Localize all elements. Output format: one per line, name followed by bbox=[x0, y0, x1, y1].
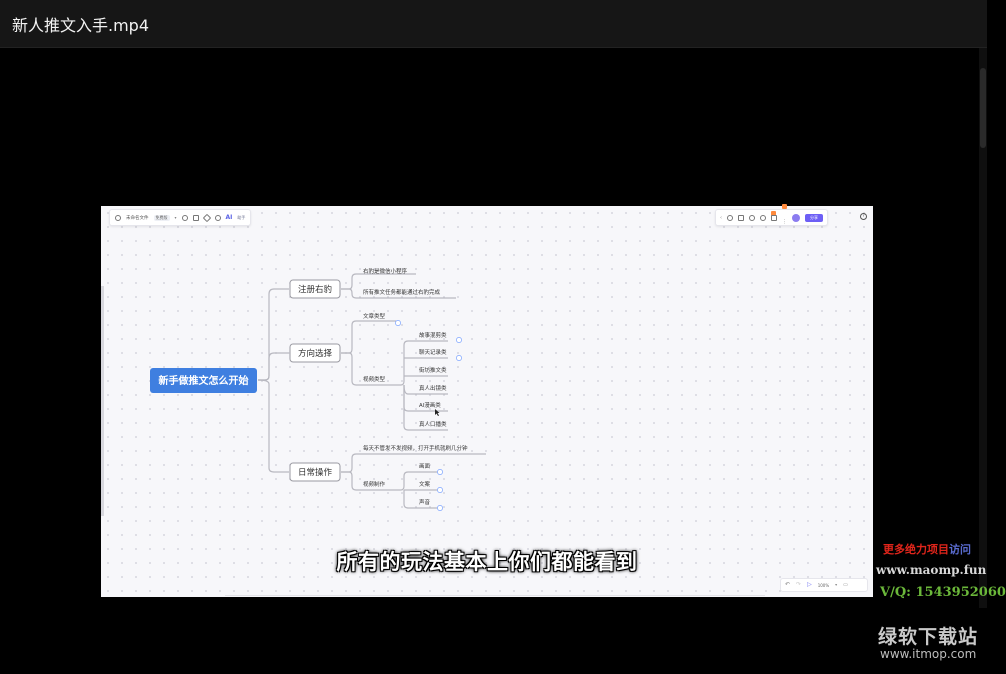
leaf-label: 文案 bbox=[419, 480, 431, 488]
help-icon[interactable]: ? bbox=[860, 213, 867, 220]
zoom-level[interactable]: 100% bbox=[817, 582, 830, 588]
template-icon[interactable] bbox=[771, 214, 777, 221]
mindmap-connectors bbox=[257, 273, 486, 509]
layers-icon[interactable] bbox=[738, 214, 744, 221]
canvas-left-edge bbox=[101, 286, 104, 516]
watermark-site-name: 绿软下载站 bbox=[878, 626, 979, 648]
cloud-icon[interactable] bbox=[115, 214, 121, 221]
watermark-promo: 更多绝力项目访问 bbox=[883, 541, 971, 557]
comment-icon[interactable] bbox=[760, 214, 766, 221]
leaf-label: 故事混剪类 bbox=[419, 331, 447, 339]
chevron-down-icon[interactable]: ▾ bbox=[174, 214, 177, 220]
video-file-title: 新人推文入手.mp4 bbox=[12, 16, 150, 35]
doc-name[interactable]: 未命名文件 bbox=[126, 215, 149, 221]
doc-toolbar: 未命名文件 免费版 ▾ AI 助手 bbox=[109, 209, 252, 226]
player-title-bar: 新人推文入手.mp4 bbox=[0, 0, 987, 48]
video-subtitle: 所有的玩法基本上你们都能看到 bbox=[336, 550, 638, 574]
canvas-grid bbox=[101, 206, 873, 597]
chevron-down-icon[interactable]: ▾ bbox=[835, 582, 838, 587]
leaf-label: 所有推文任务都能通过右豹完成 bbox=[363, 288, 441, 296]
branch-label: 方向选择 bbox=[298, 348, 333, 358]
avatar[interactable] bbox=[792, 213, 800, 222]
leaf-label: 真人口播类 bbox=[419, 420, 447, 428]
plugins-item[interactable]: ⋮ bbox=[782, 204, 787, 227]
plan-tag[interactable]: 免费版 bbox=[153, 214, 170, 221]
fit-screen-icon[interactable]: ▭ bbox=[843, 582, 848, 588]
leaf-label: 右豹是微信小程序 bbox=[363, 267, 408, 275]
search-icon[interactable] bbox=[214, 214, 221, 221]
leaf-label: AI漫画类 bbox=[419, 401, 441, 409]
root-node-label: 新手做推文怎么开始 bbox=[159, 374, 249, 387]
leaf-label: 画面 bbox=[419, 463, 431, 470]
video-frame[interactable]: 未命名文件 免费版 ▾ AI 助手 ‹ ⋮ 分享 ? bbox=[101, 204, 873, 597]
more-icon[interactable]: ⋮ bbox=[782, 219, 787, 225]
collab-toolbar: ‹ ⋮ 分享 bbox=[715, 204, 828, 227]
chevron-left-icon[interactable]: ‹ bbox=[720, 214, 722, 221]
mind-map: 新手做推文怎么开始 注册右豹 方向选择 日常操作 右豹是微信小程序 所有推文任务… bbox=[150, 267, 486, 511]
leaf-label: 真人出镜类 bbox=[419, 384, 447, 392]
cursor-mode-icon[interactable]: ▷ bbox=[807, 581, 812, 588]
leaf-label: 聊天记录类 bbox=[419, 348, 447, 356]
watermark-url: www.maomp.fun bbox=[876, 563, 987, 577]
leaf-label: 每天不管发不发视频，打开手机就刷几分钟 bbox=[363, 444, 468, 452]
branch-node-daily bbox=[289, 462, 341, 482]
expand-markers bbox=[395, 320, 462, 511]
watermark-contact: V/Q: 1543952060 bbox=[880, 585, 1006, 600]
leaf-label: 视频制作 bbox=[363, 480, 386, 488]
ai-button[interactable]: AI bbox=[225, 214, 233, 221]
scrollbar-thumb[interactable] bbox=[980, 68, 986, 148]
download-icon[interactable] bbox=[192, 214, 199, 221]
play-icon[interactable] bbox=[727, 214, 733, 221]
watermark-promo-sub: 访问 bbox=[949, 543, 971, 556]
branch-node-direction bbox=[289, 343, 341, 363]
canvas-controls: ↶ ↷ ▷ 100% ▾ ▭ bbox=[780, 578, 868, 592]
notifications-item[interactable] bbox=[771, 210, 777, 221]
scrollbar[interactable] bbox=[979, 48, 987, 608]
clock-icon[interactable] bbox=[749, 214, 755, 221]
branch-label: 注册右豹 bbox=[298, 284, 332, 294]
mindmap-root-node: 新手做推文怎么开始 bbox=[150, 368, 257, 393]
undo-icon[interactable]: ↶ bbox=[785, 581, 791, 588]
mouse-cursor-icon bbox=[435, 409, 440, 416]
branch-node-register bbox=[289, 279, 341, 299]
redo-icon[interactable]: ↷ bbox=[796, 581, 802, 588]
leaf-label: 街坊推文类 bbox=[419, 366, 447, 374]
share-button[interactable]: 分享 bbox=[805, 213, 823, 222]
watermark-site-url: www.itmop.com bbox=[880, 647, 977, 661]
canvas-bottom-divider bbox=[225, 595, 765, 596]
watermark-promo-main: 更多绝力项目 bbox=[883, 543, 949, 556]
leaf-label: 声音 bbox=[419, 498, 431, 506]
badge-icon bbox=[782, 204, 787, 209]
ai-button-label[interactable]: 助手 bbox=[237, 214, 246, 220]
badge-icon bbox=[771, 210, 776, 216]
gear-icon[interactable] bbox=[181, 214, 188, 221]
leaf-label: 视频类型 bbox=[363, 375, 386, 383]
leaf-label: 文章类型 bbox=[363, 312, 386, 320]
branch-label: 日常操作 bbox=[298, 467, 333, 477]
